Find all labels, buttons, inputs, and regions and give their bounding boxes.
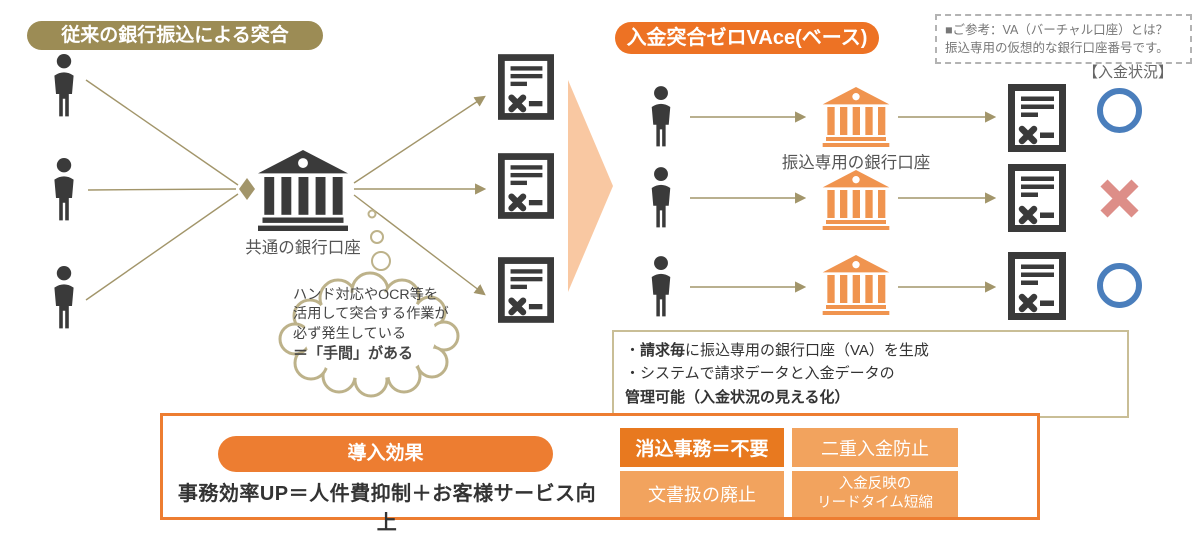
cloud-note: ハンド対応やOCR等を 活用して突合する作業が 必ず発生している ＝「手間」があ…: [293, 286, 465, 364]
cloud-note-line: 必ず発生している: [293, 325, 407, 342]
document-icon: [498, 257, 554, 323]
effect-summary-text: 事務効率UP＝人件費抑制＋お客様サービス向上: [177, 483, 597, 534]
status-ok-icon: [1097, 263, 1142, 308]
left-section-banner: 従来の銀行振込による突合: [27, 21, 323, 50]
status-ok-icon: [1097, 88, 1142, 133]
benefit-box: 入金反映の リードタイム短縮: [792, 471, 958, 517]
va-bank-label: 振込専用の銀行口座: [781, 154, 931, 172]
document-icon: [498, 54, 554, 120]
va-feature-notes: ・請求毎に振込専用の銀行口座（VA）を生成 ・システムで請求データと入金データの…: [612, 330, 1129, 418]
bank-icon: [822, 170, 890, 230]
person-icon: [46, 266, 82, 330]
introduction-effect-panel: 導入効果 事務効率UP＝人件費抑制＋お客様サービス向上 消込事務＝不要 二重入金…: [160, 413, 1040, 534]
person-icon: [644, 256, 678, 318]
va-reference-note: ■ご参考：VA（バーチャル口座）とは？ 振込専用の仮想的な銀行口座番号です。: [935, 14, 1192, 65]
document-icon: [1008, 84, 1066, 152]
cloud-note-line: 活用して突合する作業が: [293, 306, 449, 323]
document-icon: [1008, 164, 1066, 232]
effect-title-badge: 導入効果: [218, 436, 553, 472]
note-line: ・請求毎に振込専用の銀行口座（VA）を生成: [625, 342, 929, 359]
document-icon: [498, 153, 554, 219]
benefit-box: 文書扱の廃止: [620, 471, 784, 517]
payment-status-header: 【入金状況】: [1083, 64, 1174, 81]
status-ng-icon: [1100, 179, 1139, 218]
document-icon: [1008, 252, 1066, 320]
cloud-note-emphasis: ＝「手間」がある: [293, 344, 414, 362]
thought-cloud: [278, 271, 460, 398]
person-icon: [46, 54, 82, 118]
transition-arrow-icon: [568, 80, 613, 292]
cloud-note-line: ハンド対応やOCR等を: [293, 287, 439, 303]
person-icon: [46, 158, 82, 222]
person-icon: [644, 86, 678, 148]
person-icon: [644, 167, 678, 229]
bank-icon: [822, 255, 890, 315]
right-section-banner: 入金突合ゼロVAce(ベース): [615, 22, 879, 54]
benefit-box: 二重入金防止: [792, 428, 958, 467]
converge-diamond-icon: [239, 178, 255, 200]
va-reference-line: ■ご参考：VA（バーチャル口座）とは？: [945, 23, 1169, 37]
bank-icon: [258, 148, 348, 233]
bank-icon: [822, 87, 890, 147]
va-reference-line: 振込専用の仮想的な銀行口座番号です。: [945, 41, 1169, 56]
benefit-box: 消込事務＝不要: [620, 428, 784, 467]
note-line: ・システムで請求データと入金データの管理可能（入金状況の見える化）: [625, 365, 895, 406]
common-bank-label: 共通の銀行口座: [245, 239, 361, 257]
